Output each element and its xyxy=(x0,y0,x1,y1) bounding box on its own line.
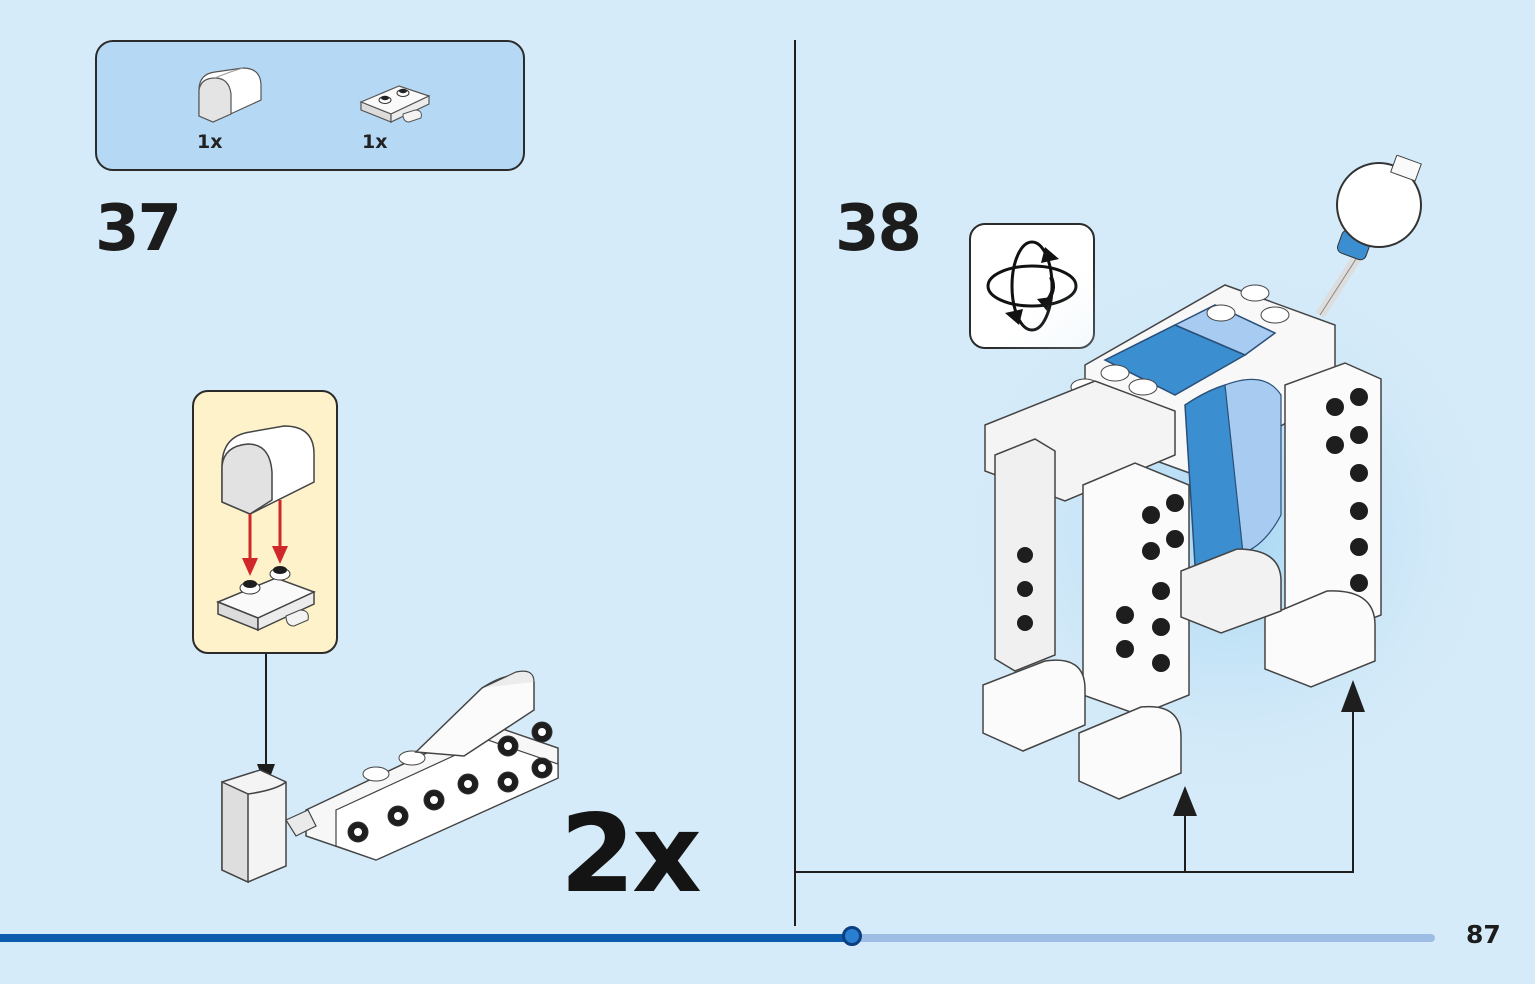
part-count: 1x xyxy=(362,131,388,153)
dog-model-illustration xyxy=(982,155,1422,800)
step-number: 38 xyxy=(835,192,922,266)
plate-with-clip-icon xyxy=(359,85,431,123)
progress-fill xyxy=(0,934,852,942)
sub-assembly-callout xyxy=(192,390,338,654)
part-count: 1x xyxy=(197,131,223,153)
attach-brick-illustration xyxy=(216,425,316,632)
step-number: 37 xyxy=(95,192,182,266)
placement-arrows xyxy=(795,680,1365,873)
progress-indicator xyxy=(842,926,862,946)
leg-assembly-illustration xyxy=(221,670,559,884)
quantity-multiplier: 2x xyxy=(560,792,702,917)
step-divider xyxy=(794,40,796,926)
page-number: 87 xyxy=(1466,920,1501,949)
parts-list-box: 1x 1x xyxy=(95,40,525,171)
curved-slope-brick-icon xyxy=(198,67,262,123)
